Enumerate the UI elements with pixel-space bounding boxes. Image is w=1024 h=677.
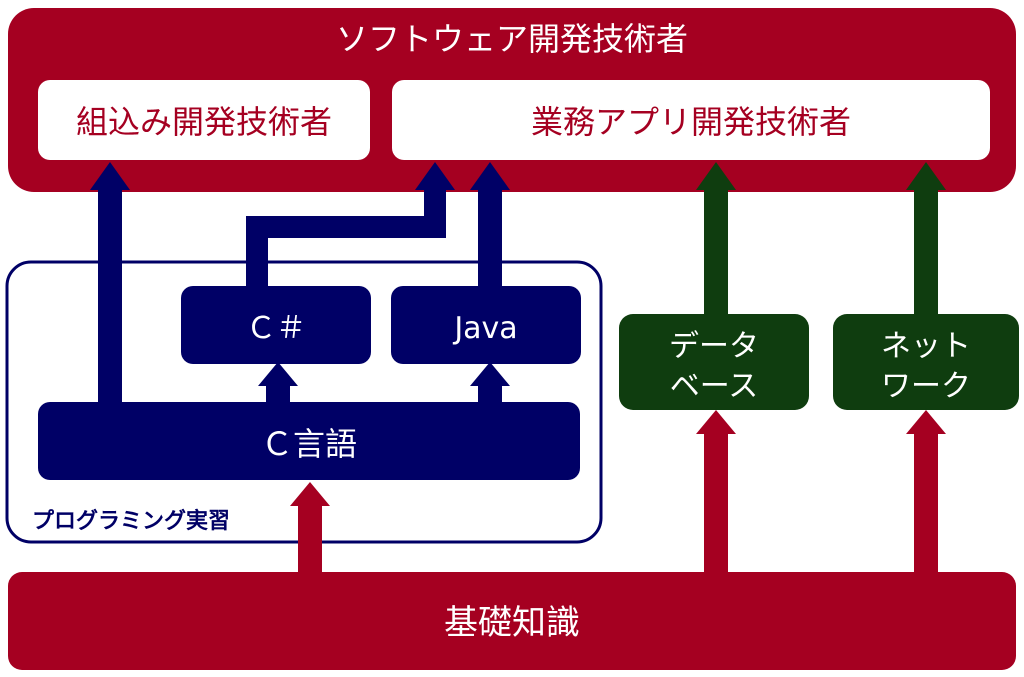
business-app-engineer-label: 業務アプリ開発技術者: [531, 103, 851, 141]
arrow-head-basics-to-c: [290, 482, 330, 506]
csharp-label: Ｃ＃: [246, 311, 306, 346]
arrow-shaft-basics-to-c: [298, 506, 322, 576]
arrow-head-java-to-business: [470, 162, 510, 190]
arrow-head-c-to-csharp: [258, 362, 298, 386]
c-language-label: Ｃ言語: [261, 425, 357, 463]
csharp-box: [181, 286, 371, 364]
embedded-engineer-box: [38, 80, 370, 160]
arrow-shaft-basics-to-database: [704, 434, 728, 576]
arrow-head-c-to-java: [470, 362, 510, 386]
network-label-line1: ネット: [881, 329, 971, 364]
basic-knowledge-label: 基礎知識: [444, 603, 580, 643]
arrow-shaft-c-to-java: [478, 386, 502, 404]
database-label-line2: ベース: [670, 369, 759, 404]
arrow-shaft-java-to-business: [478, 190, 502, 288]
arrow-shaft-network-to-business: [914, 190, 938, 316]
arrow-head-basics-to-network: [906, 410, 946, 434]
c-language-box: [38, 402, 580, 480]
arrow-head-basics-to-database: [696, 410, 736, 434]
arrow-shaft-basics-to-network: [914, 434, 938, 576]
software-engineer-title: ソフトウェア開発技術者: [336, 20, 688, 58]
basic-knowledge-box: [8, 572, 1016, 670]
network-box: [833, 314, 1019, 410]
arrow-head-csharp-to-business: [415, 162, 455, 190]
embedded-engineer-label: 組込み開発技術者: [76, 103, 332, 141]
java-box: [391, 286, 581, 364]
arrow-head-database-to-business: [696, 162, 736, 190]
arrow-shaft-c-to-embedded: [98, 190, 122, 402]
programming-practice-label: プログラミング実習: [32, 508, 230, 534]
business-app-engineer-box: [392, 80, 990, 160]
database-box: [619, 314, 809, 410]
arrow-shaft-csharp-to-business: [246, 190, 446, 288]
arrow-shaft-c-to-csharp: [266, 386, 290, 404]
arrow-head-network-to-business: [906, 162, 946, 190]
java-label: Java: [452, 311, 517, 346]
arrow-head-c-to-embedded: [90, 162, 130, 190]
arrow-shaft-database-to-business: [704, 190, 728, 316]
network-label-line2: ワーク: [881, 369, 971, 404]
database-label-line1: データ: [669, 329, 759, 364]
